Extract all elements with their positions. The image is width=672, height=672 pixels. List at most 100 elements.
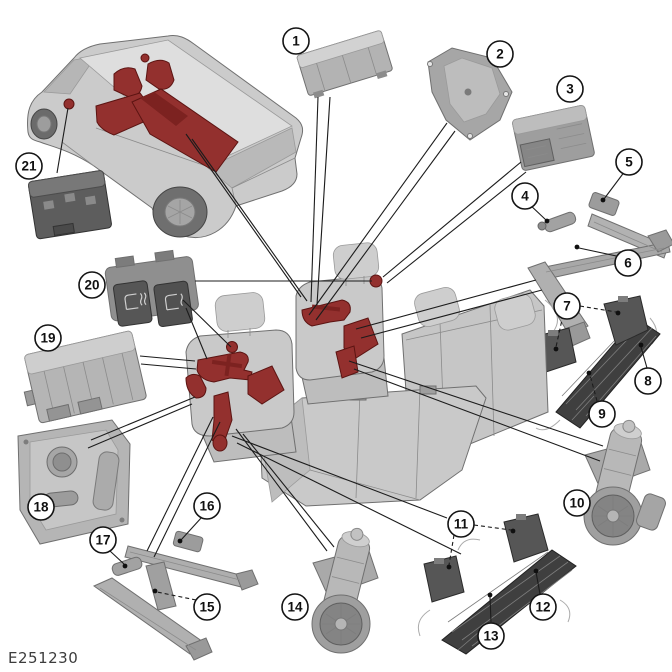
rear-backrest-heater-mat-illustration [535,295,661,431]
leader-end-dot [586,370,592,376]
callout-number: 9 [598,407,606,422]
leader-line-dashed [473,524,512,531]
callout-9: 9 [588,400,616,428]
leader-line [235,428,328,552]
door-switch-dot [63,98,75,110]
callout-circle [556,75,584,103]
leader-end-dot [544,218,550,224]
callout-number: 12 [535,600,550,615]
leader-line [185,133,302,298]
leader-end-dot [615,310,621,316]
callout-number: 13 [483,629,499,644]
callout-circle [193,593,221,621]
leader-line [140,363,197,370]
heated-seat-switch-right [153,280,193,328]
leader-line-dashed [579,305,617,313]
figure-code: E251230 [8,649,78,667]
callout-number: 11 [454,517,469,532]
leader-end-dot [553,346,559,352]
callout-number: 14 [287,600,303,615]
callout-10: 10 [563,489,591,517]
rear-headrest [494,293,536,331]
heated-seat-switch-left [112,280,153,327]
leader-line [242,433,335,548]
leader-line [386,171,527,284]
callout-circle [281,593,309,621]
callout-circle [34,324,62,352]
leader-line-dashed [448,534,455,566]
leader-end-dot [638,342,644,348]
leader-end-dot [487,592,493,598]
leader-line [535,571,541,595]
callout-7: 7 [553,292,581,320]
callout-20: 20 [78,271,106,299]
leader-lines [56,96,648,623]
callout-13: 13 [477,622,505,650]
leader-line [185,307,208,360]
leader-line [87,403,193,449]
callout-16: 16 [193,492,221,520]
callout-circle [563,489,591,517]
callout-19: 19 [34,324,62,352]
callout-number: 15 [199,600,215,615]
leader-line [139,355,196,362]
leader-line [640,346,648,369]
seat-track-front-left-illustration [92,530,259,661]
recline-handle [92,451,120,511]
callout-number: 6 [624,256,632,271]
heater-pad-upper [503,513,549,563]
callout-number: 7 [563,299,571,314]
rear-wheel [152,186,208,238]
leader-line [308,122,448,316]
rear-cushion-heater-mat-illustration [417,513,577,655]
rear-bench-illustration [259,286,549,507]
callout-number: 19 [40,331,55,346]
heater-pad-lower [423,555,465,603]
seat-switch-panel-18-illustration [17,419,131,545]
leader-line [603,170,626,200]
callout-circle [553,292,581,320]
callout-circle [634,367,662,395]
callout-17: 17 [89,526,117,554]
heated-seat-switch-icon [124,292,183,311]
callout-number: 8 [644,374,652,389]
leader-line [90,396,196,441]
leader-line [191,138,308,302]
leader-line [315,130,456,321]
leader-line [348,360,604,447]
callout-number: 18 [33,500,49,515]
callout-circle [477,622,505,650]
seat-track-front-right-illustration [527,192,672,347]
headrest [214,292,266,332]
roof-switch-dot [140,53,150,63]
callout-12: 12 [529,593,557,621]
callout-6: 6 [614,249,642,277]
leader-line [316,96,331,306]
headrest [332,242,380,280]
module-1-illustration [296,30,393,99]
callout-circle [529,593,557,621]
leader-line [231,435,448,519]
leader-end-dot [446,564,452,570]
leader-line-dashed [589,374,598,402]
callout-circle [89,526,117,554]
leader-line [382,161,522,278]
leader-end-dot [510,528,516,534]
callout-18: 18 [27,493,55,521]
highlighted-components-left-seat [185,341,285,452]
callout-number: 16 [199,499,215,514]
leader-end-dot [152,588,158,594]
callout-number: 10 [569,496,584,511]
callout-number: 4 [521,189,529,204]
track-motor-16 [172,530,204,553]
callout-circle [614,249,642,277]
callout-number: 21 [21,159,37,174]
callout-3: 3 [556,75,584,103]
callout-1: 1 [282,27,310,55]
callout-11: 11 [447,510,475,538]
callout-circle [282,27,310,55]
leader-line [180,516,203,541]
module-19-illustration [23,330,147,424]
